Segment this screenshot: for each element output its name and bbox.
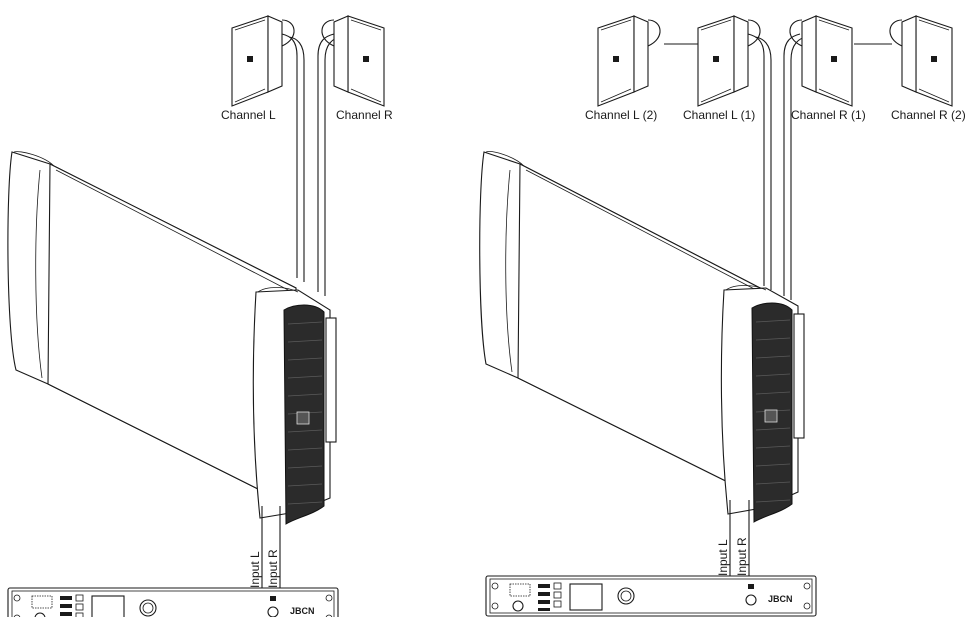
- left-speaker-cables: [281, 33, 342, 296]
- left-processor-brand: JBCN: [290, 606, 315, 616]
- right-input-l-label: Input L: [716, 539, 730, 576]
- right-processor-brand: JBCN: [768, 594, 793, 604]
- right-setup: Channel L (2) Channel L (1) Channel R (1…: [479, 15, 966, 617]
- right-speaker-r1: [789, 15, 853, 107]
- left-speaker-l: [231, 15, 295, 107]
- left-channel-r-label: Channel R: [336, 108, 393, 122]
- right-input-r-label: Input R: [735, 537, 749, 576]
- right-large-speaker: [479, 151, 805, 523]
- right-speaker-r2: [889, 15, 953, 107]
- right-processor-unit: JBCN: [485, 575, 817, 617]
- left-setup: Channel L Channel R Input L Input R JBCN: [7, 15, 393, 617]
- left-processor-unit: JBCN: [7, 587, 339, 617]
- left-input-l-label: Input L: [248, 551, 262, 588]
- left-input-r-label: Input R: [266, 549, 280, 588]
- right-channel-l2-label: Channel L (2): [585, 108, 657, 122]
- left-input-cables: [261, 506, 281, 592]
- right-speaker-l2: [597, 15, 661, 107]
- right-channel-r2-label: Channel R (2): [891, 108, 966, 122]
- left-speaker-r: [321, 15, 385, 107]
- right-input-cables: [729, 500, 750, 580]
- right-channel-r1-label: Channel R (1): [791, 108, 866, 122]
- left-channel-l-label: Channel L: [221, 108, 276, 122]
- left-large-speaker: [7, 151, 337, 525]
- right-speaker-l1: [697, 15, 761, 107]
- right-channel-l1-label: Channel L (1): [683, 108, 755, 122]
